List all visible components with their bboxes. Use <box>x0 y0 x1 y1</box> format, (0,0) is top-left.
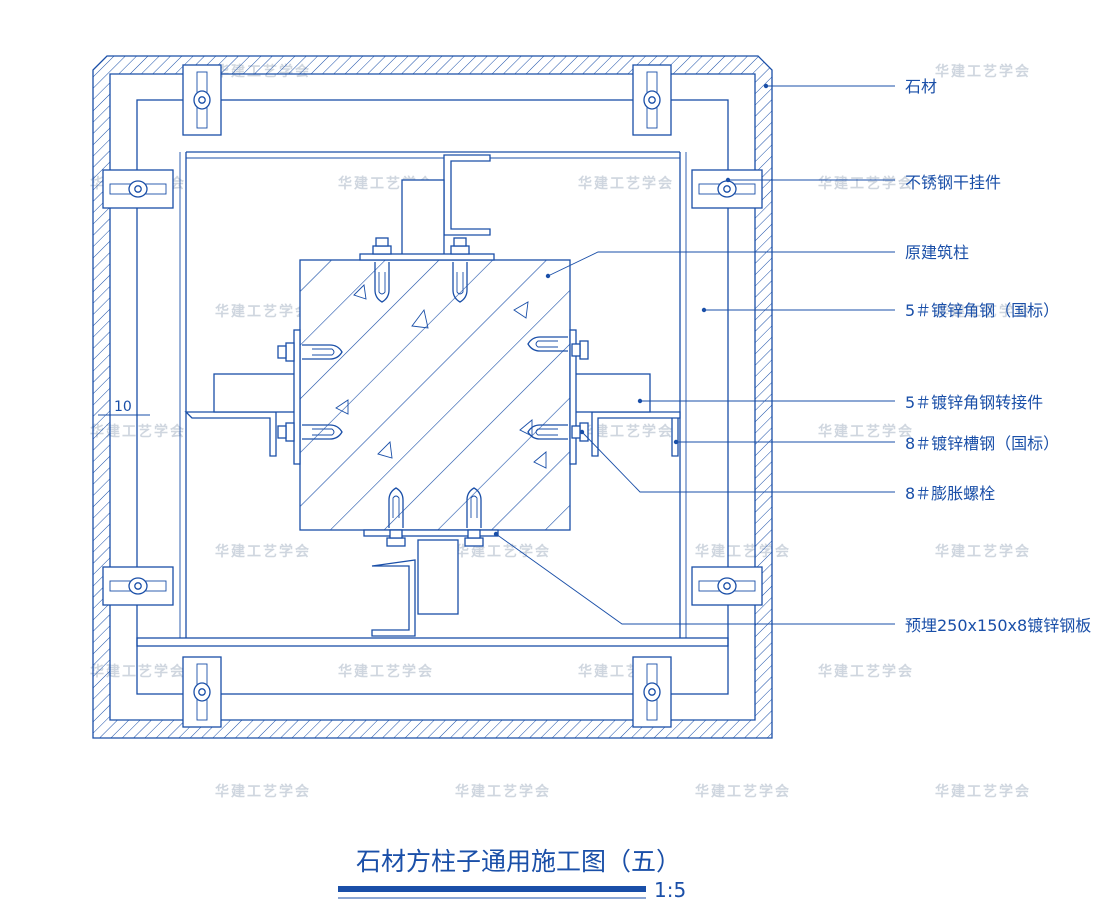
watermark-text: 华建工艺学会 <box>695 783 791 800</box>
watermark-text: 华建工艺学会 <box>215 783 311 800</box>
label-embedded-plate: 预埋250x150x8镀锌钢板 <box>905 616 1091 635</box>
watermark-text: 华建工艺学会 <box>455 783 551 800</box>
hanger-top-right <box>632 64 672 136</box>
dimension-label: 10 <box>114 399 132 415</box>
label-original-column: 原建筑柱 <box>905 243 969 262</box>
label-angle-adapter: 5＃镀锌角钢转接件 <box>905 393 1043 412</box>
label-stainless-hanger: 不锈钢干挂件 <box>905 173 1001 192</box>
label-channel-steel: 8＃镀锌槽钢（国标） <box>905 434 1059 453</box>
watermark-text: 华建工艺学会 <box>818 423 914 440</box>
watermark-text: 华建工艺学会 <box>935 783 1031 800</box>
angle-steel-frame <box>109 73 756 721</box>
hanger-top-left <box>182 64 222 136</box>
watermark-text: 华建工艺学会 <box>818 663 914 680</box>
watermark-text: 华建工艺学会 <box>578 423 674 440</box>
hanger-right-top <box>691 169 763 209</box>
label-angle-steel: 5＃镀锌角钢（国标） <box>905 301 1059 320</box>
watermark-text: 华建工艺学会 <box>215 543 311 560</box>
dimension-10: 10 <box>98 399 150 422</box>
watermark-text: 华建工艺学会 <box>695 543 791 560</box>
channel-steel <box>184 154 681 637</box>
watermark-text: 华建工艺学会 <box>935 63 1031 80</box>
hanger-right-bottom <box>691 566 763 606</box>
watermark-text: 华建工艺学会 <box>578 175 674 192</box>
hanger-bottom-left <box>182 656 222 728</box>
watermark-text: 华建工艺学会 <box>935 543 1031 560</box>
watermark-text: 华建工艺学会 <box>455 543 551 560</box>
watermark-text: 华建工艺学会 <box>338 663 434 680</box>
title-underline <box>338 886 646 892</box>
label-expansion-bolt: 8＃膨胀螺栓 <box>905 484 995 503</box>
hanger-left-bottom <box>102 566 174 606</box>
title-block: 石材方柱子通用施工图（五） 1:5 <box>338 847 686 902</box>
original-column <box>299 259 571 531</box>
hanger-left-top <box>102 169 174 209</box>
embedded-plates <box>293 253 577 537</box>
callout-labels: 石材 不锈钢干挂件 原建筑柱 5＃镀锌角钢（国标） 5＃镀锌角钢转接件 8＃镀锌… <box>905 77 1091 635</box>
watermark-text: 华建工艺学会 <box>935 303 1031 320</box>
hanger-bottom-right <box>632 656 672 728</box>
scale-label: 1:5 <box>654 878 686 902</box>
drawing-title: 石材方柱子通用施工图（五） <box>356 847 681 876</box>
label-stone: 石材 <box>905 77 937 96</box>
leader-lines <box>493 83 895 625</box>
watermark-text: 华建工艺学会 <box>818 175 914 192</box>
watermark-text: 华建工艺学会 <box>215 303 311 320</box>
